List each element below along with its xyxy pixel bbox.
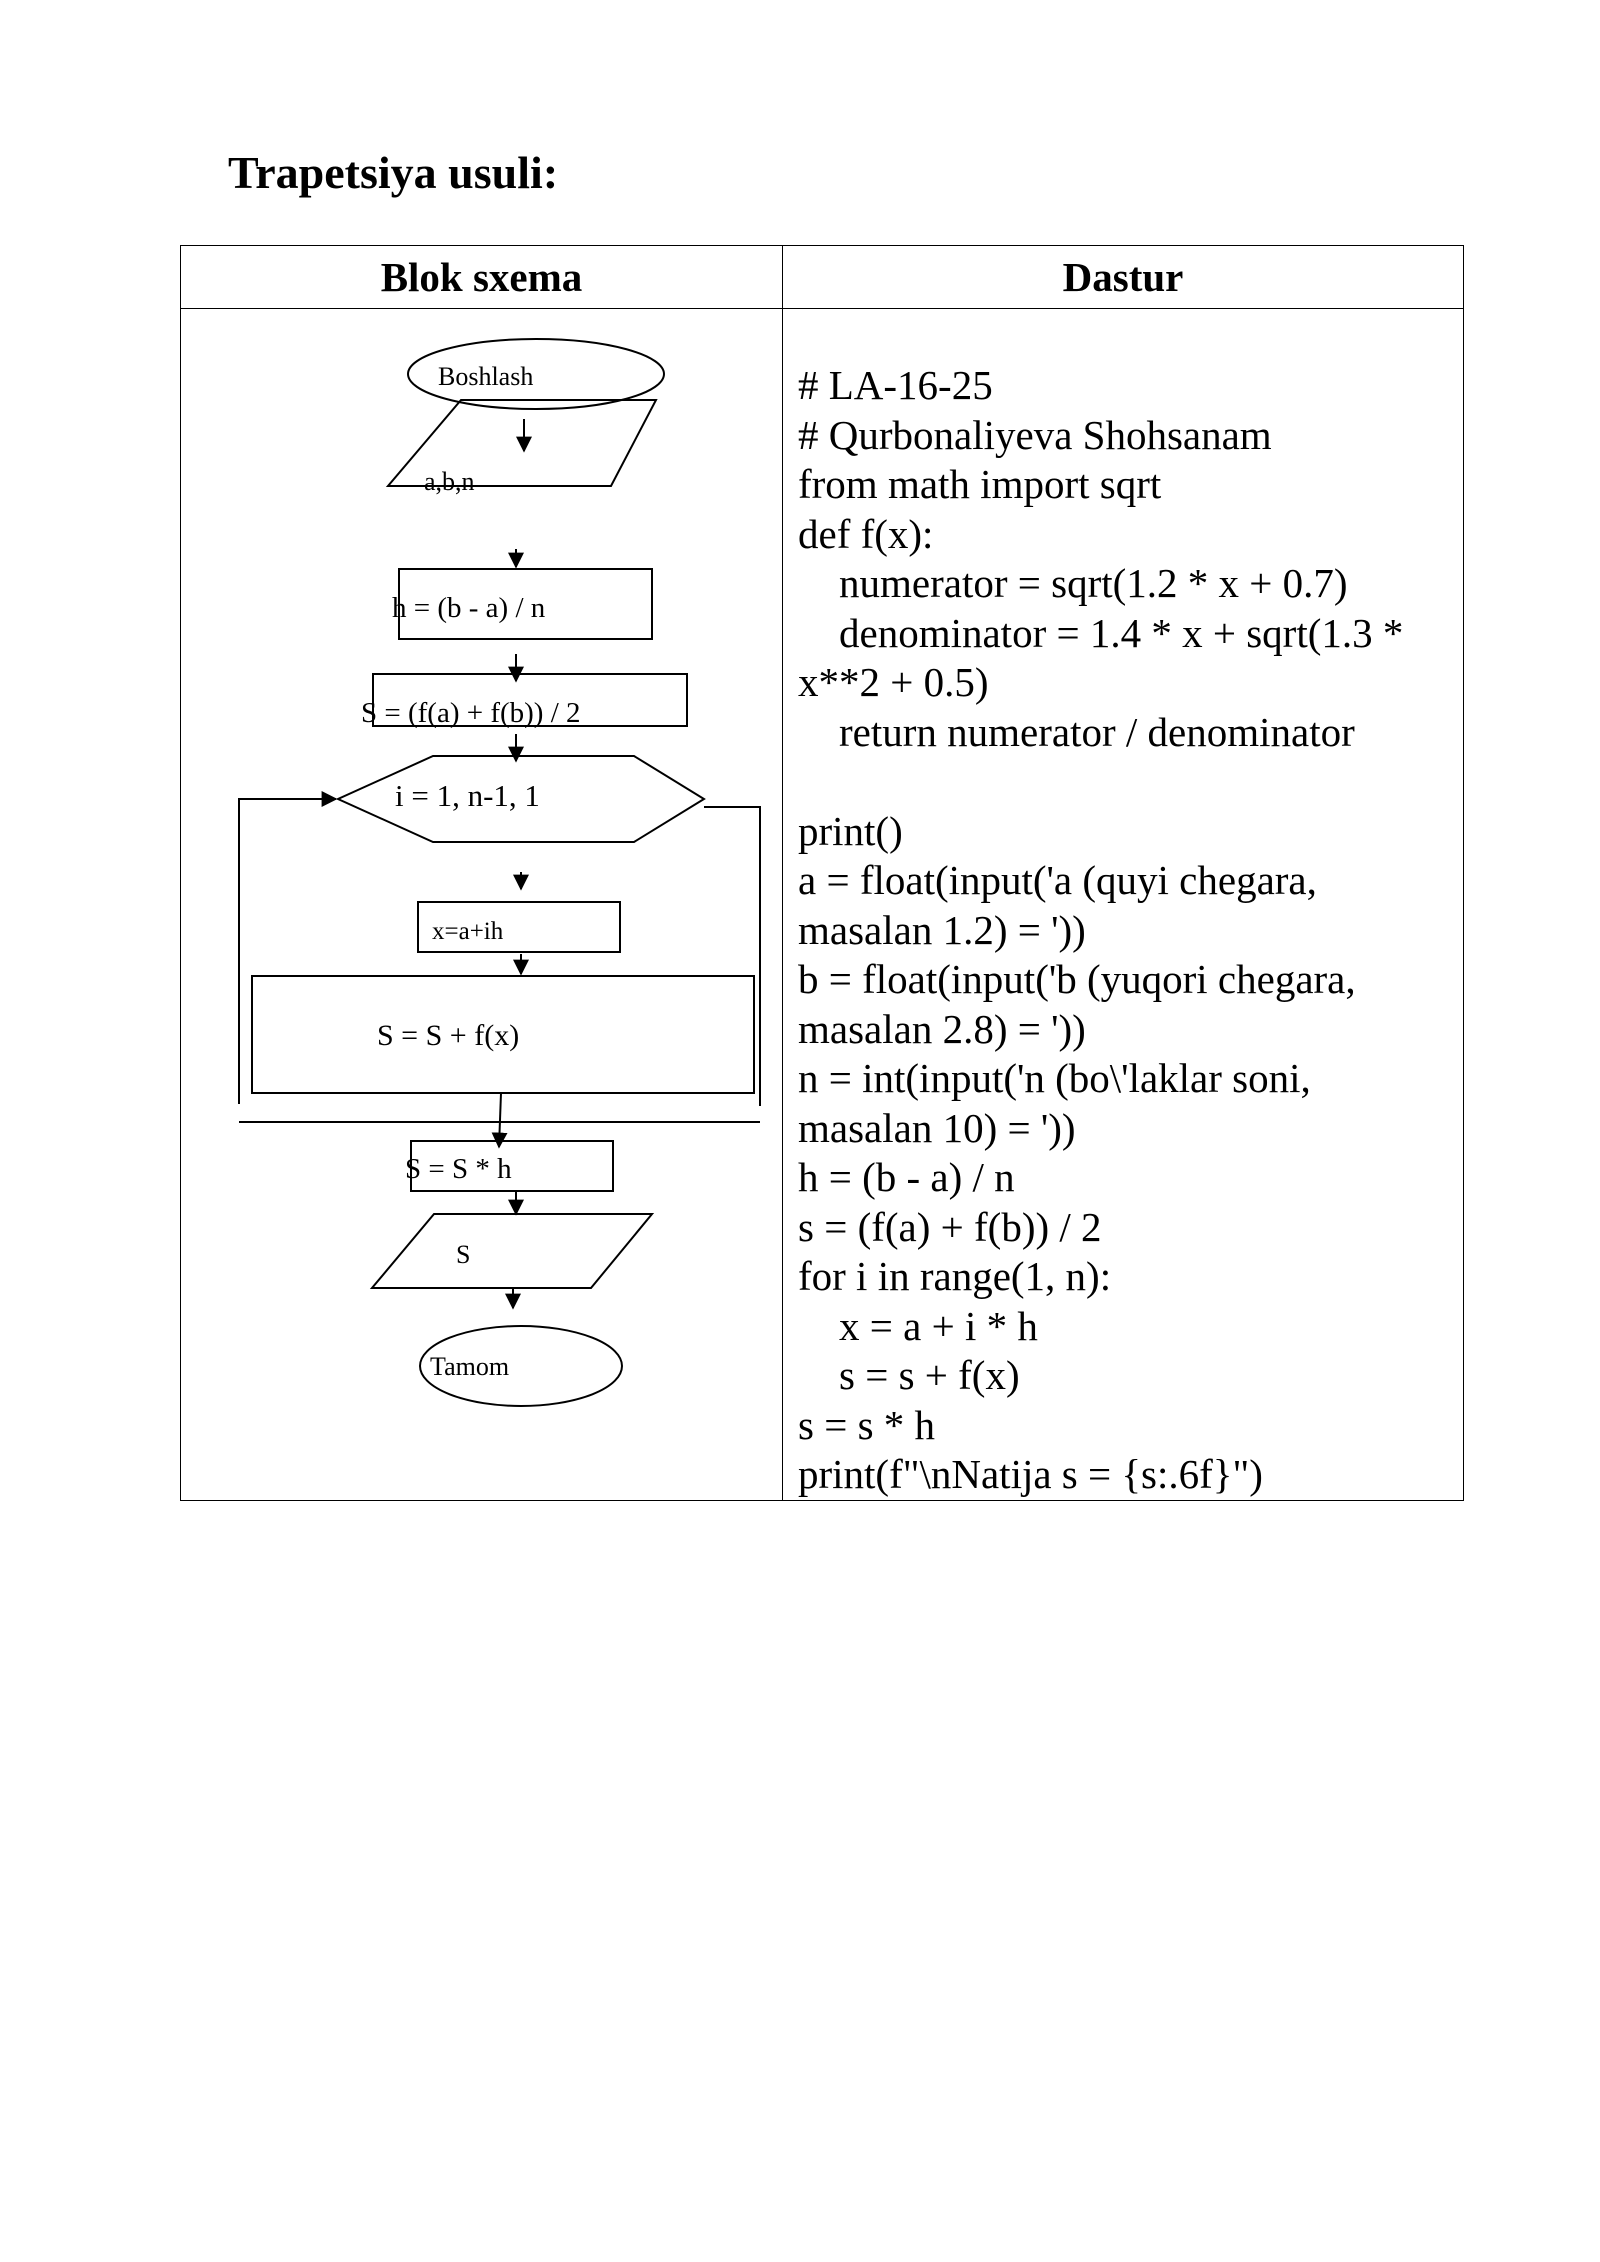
- code-line: s = s * h: [798, 1401, 936, 1448]
- loop-hexagon: [335, 755, 706, 843]
- code-line: # Qurbonaliyeva Shohsanam: [798, 411, 1272, 458]
- code-line: for i in range(1, n):: [798, 1253, 1112, 1299]
- code-line: numerator = sqrt(1.2 * x + 0.7): [798, 560, 1348, 606]
- code-line: b = float(input('b (yuqori chegara,: [798, 956, 1356, 1002]
- step-s-mul-label: S = S * h: [405, 1153, 512, 1185]
- step-x-box: [417, 901, 621, 953]
- loop-exit-line: [704, 806, 761, 1106]
- code-line: print(f"\nNatija s = {s:.6f}"): [798, 1451, 1263, 1497]
- content-table: Blok sxema Dastur: [180, 245, 1464, 1501]
- code-line: x**2 + 0.5): [798, 659, 989, 705]
- code-line: s = s + f(x): [798, 1352, 1020, 1398]
- code-line: return numerator / denominator: [798, 708, 1355, 755]
- code-line: denominator = 1.4 * x + sqrt(1.3 *: [798, 609, 1404, 656]
- code-line: # LA-16-25: [798, 362, 993, 408]
- step-s-add-box: [251, 975, 755, 1094]
- code-line: from math import sqrt: [798, 461, 1162, 507]
- code-line: masalan 2.8) = ')): [798, 1005, 1086, 1052]
- code-line: s = (f(a) + f(b)) / 2: [798, 1203, 1102, 1250]
- step-s-init-label: S = (f(a) + f(b)) / 2: [361, 697, 581, 729]
- header-block-scheme: Blok sxema: [180, 245, 783, 309]
- output-parallelogram: [369, 1213, 655, 1289]
- code-line: [798, 757, 1463, 807]
- table-header-row: Blok sxema Dastur: [180, 245, 1464, 309]
- step-s-add-label: S = S + f(x): [377, 1019, 519, 1052]
- code-line: x = a + i * h: [798, 1302, 1038, 1349]
- start-terminal: [407, 338, 665, 410]
- step-x-label: x=a+ih: [432, 918, 504, 945]
- page-heading: Trapetsiya usuli:: [228, 147, 559, 198]
- step-s-init-box: [372, 673, 688, 727]
- code-line: print(): [798, 807, 903, 854]
- loop-label: i = 1, n-1, 1: [395, 778, 540, 813]
- input-parallelogram: [385, 399, 658, 487]
- header-program: Dastur: [782, 245, 1464, 309]
- end-terminal: [419, 1325, 623, 1407]
- table-body-row: Boshlash a,b,n h = (b - a) / n S = (f(a)…: [180, 308, 1464, 1501]
- loop-return-line: [238, 791, 338, 1104]
- start-label: Boshlash: [438, 362, 533, 391]
- output-label: S: [456, 1240, 470, 1269]
- code-line: def f(x):: [798, 510, 934, 557]
- arrow-sadd-smul: [491, 1092, 508, 1149]
- code-line: h = (b - a) / n: [798, 1154, 1015, 1200]
- code-line: masalan 1.2) = ')): [798, 906, 1086, 953]
- step-s-mul-box: [410, 1140, 614, 1192]
- code-line: n = int(input('n (bo\'laklar soni,: [798, 1055, 1311, 1101]
- step-h-label: h = (b - a) / n: [392, 592, 546, 624]
- code-line: masalan 10) = ')): [798, 1104, 1076, 1151]
- code-line: a = float(input('a (quyi chegara,: [798, 857, 1317, 903]
- input-label: a,b,n: [424, 467, 475, 496]
- flowchart: Boshlash a,b,n h = (b - a) / n S = (f(a)…: [238, 338, 761, 1407]
- end-label: Tamom: [430, 1352, 509, 1381]
- flowchart-cell: Boshlash a,b,n h = (b - a) / n S = (f(a)…: [180, 308, 783, 1501]
- step-h-box: [398, 568, 653, 640]
